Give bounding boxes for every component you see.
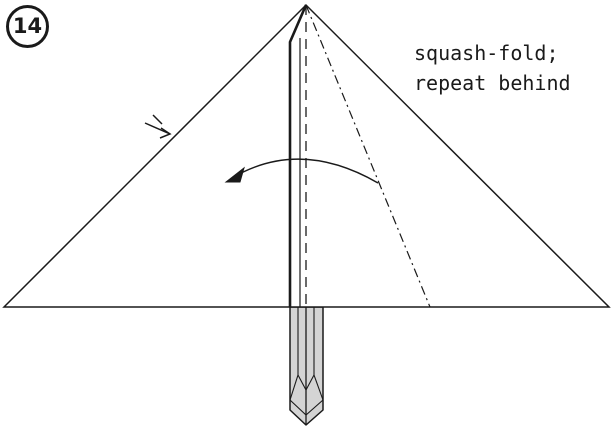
- repeat-behind-arrow-icon: [144, 114, 172, 139]
- curved-arrow-head: [224, 166, 245, 183]
- instruction-text: squash-fold; repeat behind: [414, 38, 571, 98]
- lower-flap-right-diagonal: [313, 374, 324, 401]
- lower-flap: [289, 306, 324, 426]
- mountain-fold-line: [305, 4, 431, 308]
- lower-flap-left-diagonal: [289, 374, 299, 401]
- repeat-marker-head: [159, 127, 172, 139]
- curved-arrow-left-icon: [224, 158, 379, 184]
- step-number: 14: [12, 14, 43, 38]
- main-triangle: [2, 3, 611, 308]
- instruction-line-1: squash-fold;: [414, 41, 559, 65]
- flap-raw-edge: [288, 4, 308, 307]
- repeat-marker-shaft: [144, 122, 171, 135]
- lower-flap-chevron-bottom: [289, 399, 324, 416]
- lower-flap-chevron-top: [297, 374, 315, 392]
- instruction-line-2: repeat behind: [414, 71, 571, 95]
- repeat-marker-tick: [152, 114, 163, 125]
- step-number-badge: 14: [6, 5, 49, 48]
- curved-arrow-path: [231, 158, 379, 184]
